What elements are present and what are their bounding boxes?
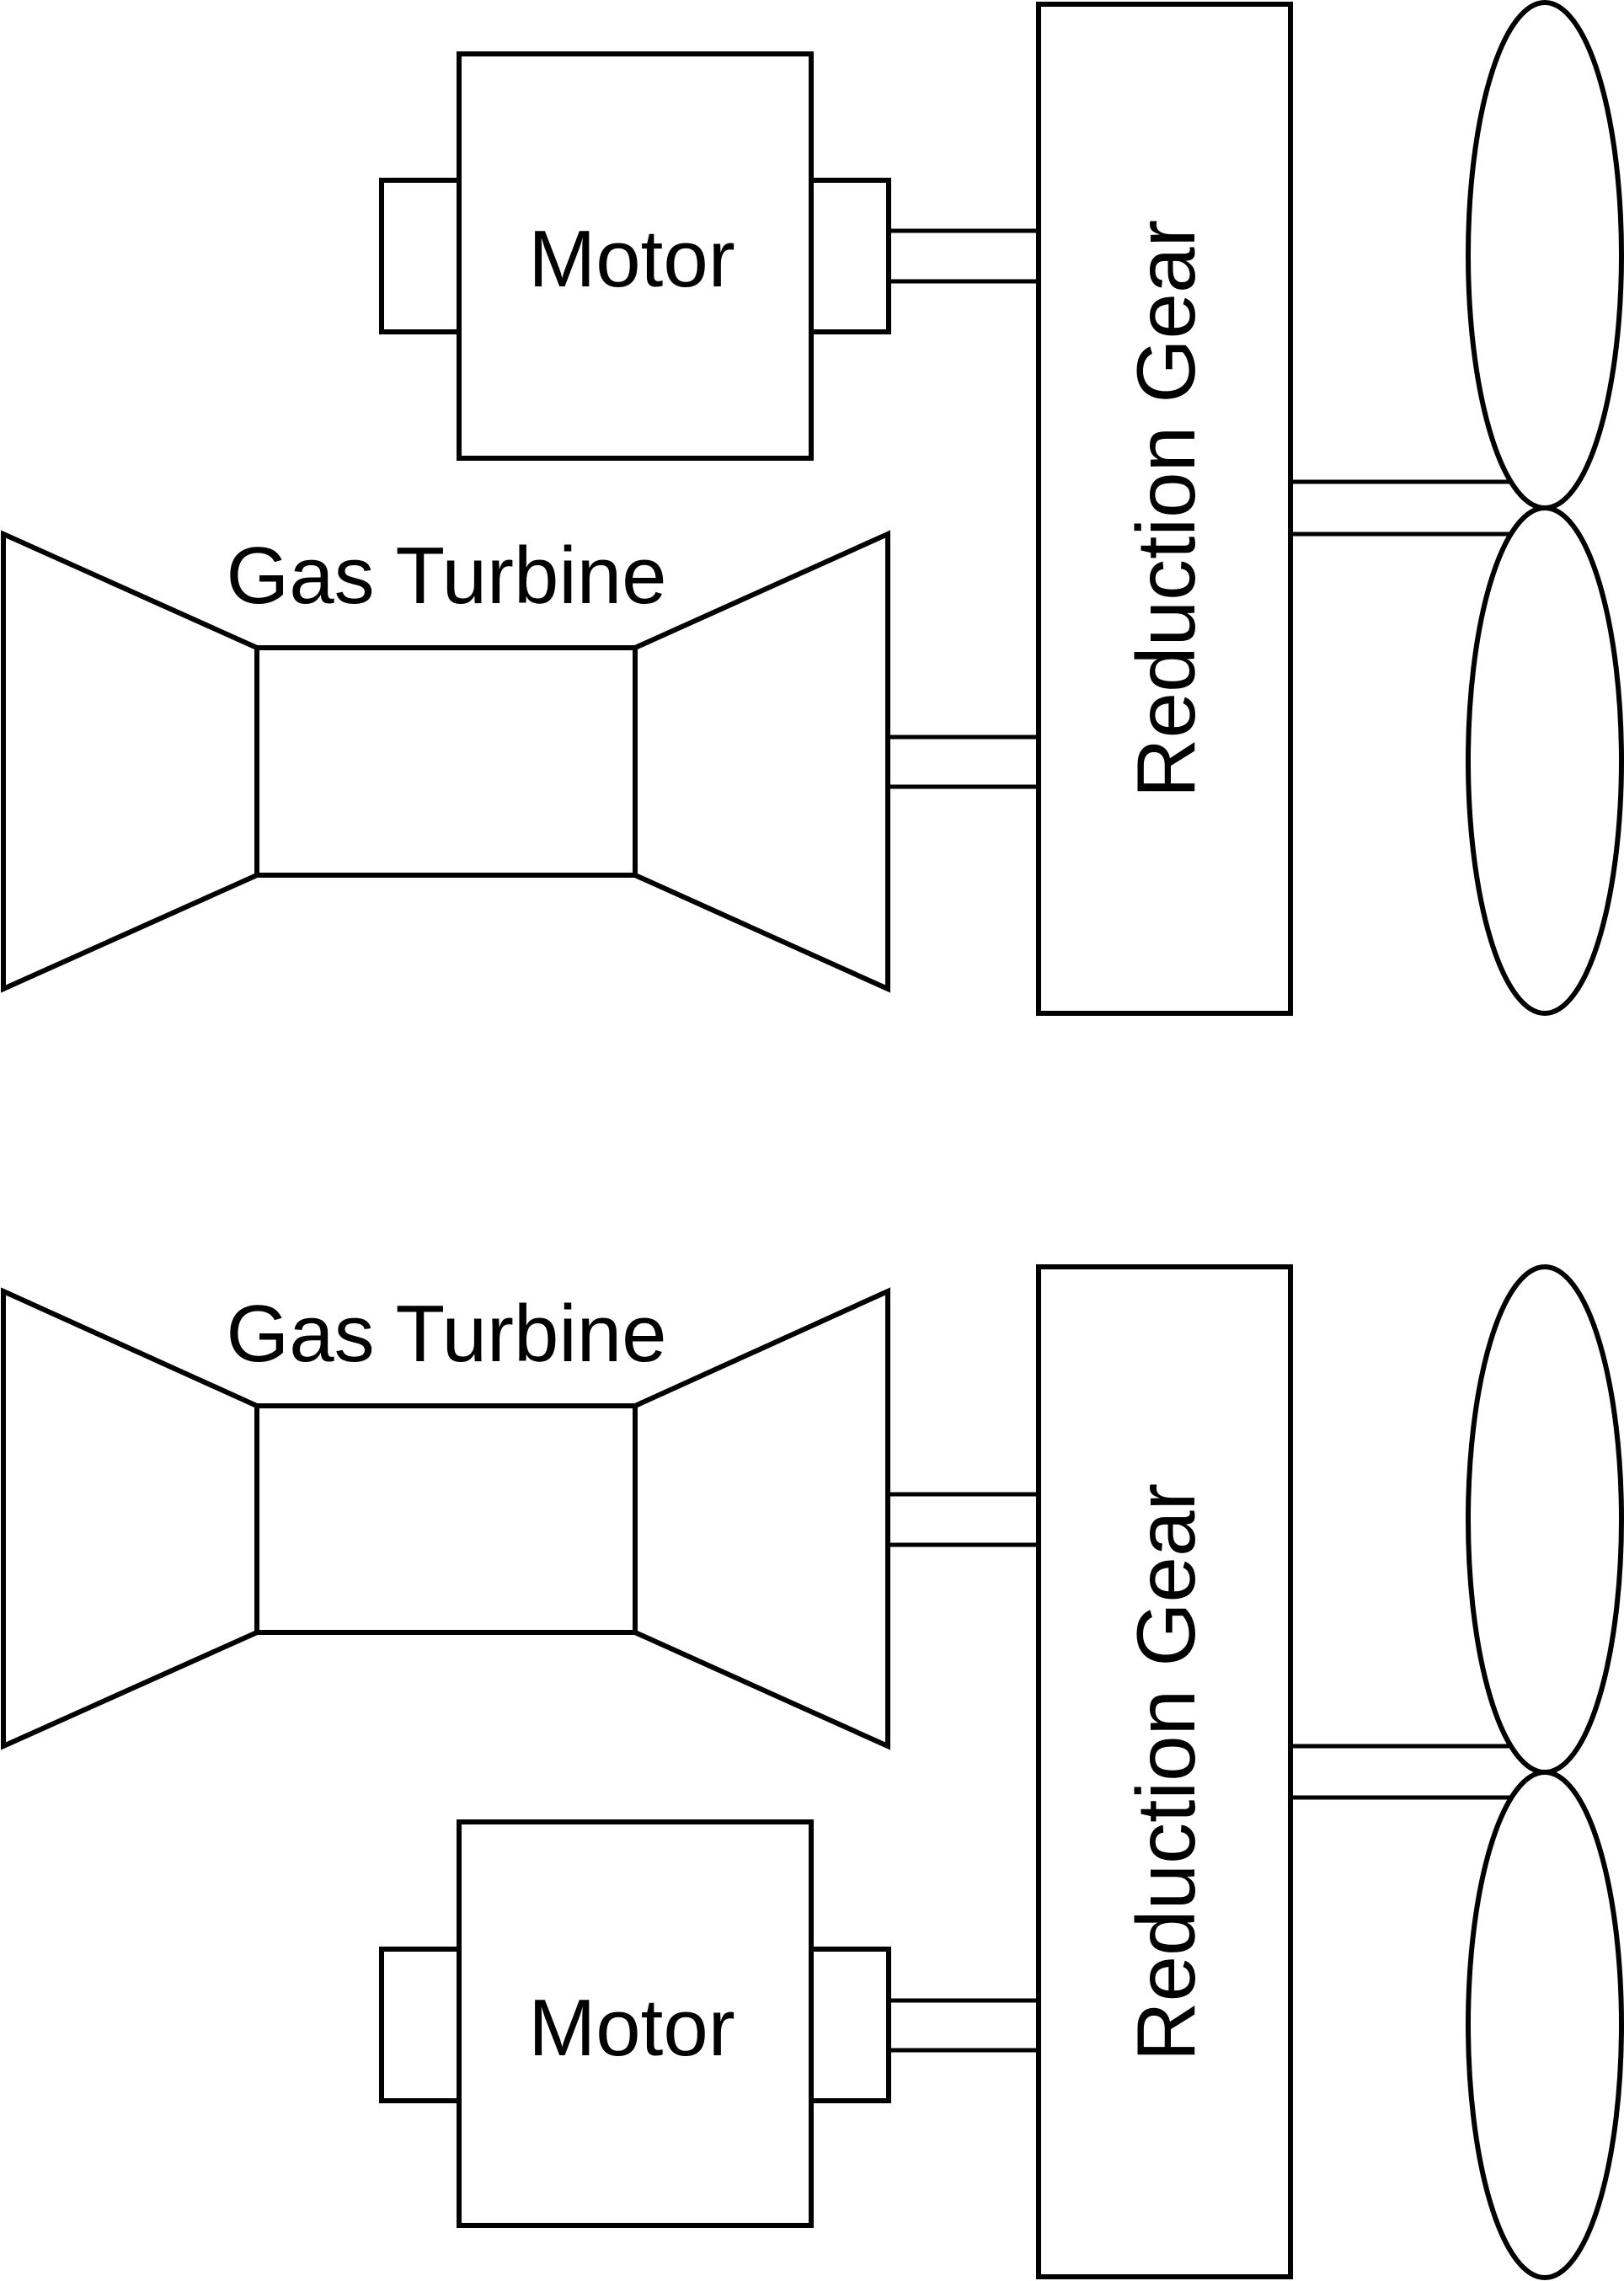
bottom-propeller-shaft	[1290, 1744, 1512, 1800]
top-reduction-gear-label: Reduction Gear	[1119, 220, 1212, 798]
top-motor-label: Motor	[528, 214, 735, 304]
bottom-gas-turbine: Gas Turbine	[0, 1287, 890, 1750]
bottom-gas-turbine-core	[254, 1403, 638, 1635]
top-motor-shaft	[889, 228, 1039, 284]
top-gas-turbine: Gas Turbine	[0, 530, 890, 993]
bottom-reduction-gear-label: Reduction Gear	[1119, 1483, 1212, 2061]
top-arrangement: Motor Gas Turbine Reduction Gear	[0, 0, 1624, 1016]
top-motor: Motor	[379, 51, 891, 461]
top-propeller-shaft	[1290, 479, 1512, 537]
top-motor-body	[457, 51, 814, 461]
top-propeller	[1466, 0, 1624, 1016]
top-gas-turbine-label: Gas Turbine	[227, 531, 667, 621]
top-motor-right-flange	[809, 178, 891, 334]
top-gas-turbine-core	[254, 645, 638, 878]
bottom-motor-shaft	[889, 1998, 1039, 2053]
top-propeller-blade-lower	[1466, 505, 1624, 1016]
bottom-motor-right-flange	[809, 1947, 891, 2103]
bottom-gas-turbine-exhaust	[633, 1287, 890, 1750]
bottom-motor-left-flange	[379, 1947, 462, 2103]
bottom-gas-turbine-shaft	[888, 1492, 1039, 1547]
bottom-propeller-blade-lower	[1466, 1770, 1624, 2280]
top-gas-turbine-shaft	[888, 735, 1039, 789]
bottom-propeller	[1466, 1264, 1624, 2280]
bottom-reduction-gear: Reduction Gear	[1036, 1264, 1293, 2279]
top-propeller-blade-upper	[1466, 0, 1624, 510]
bottom-motor: Motor	[379, 1819, 891, 2228]
bottom-arrangement: Gas Turbine Motor Reduction Gear	[0, 1264, 1624, 2280]
top-motor-left-flange	[379, 178, 462, 334]
bottom-gas-turbine-label: Gas Turbine	[227, 1289, 667, 1379]
top-reduction-gear-box	[1036, 2, 1293, 1016]
bottom-gas-turbine-inlet	[0, 1287, 259, 1750]
bottom-motor-label: Motor	[528, 1983, 735, 2073]
bottom-reduction-gear-box	[1036, 1264, 1293, 2279]
bottom-motor-body	[457, 1819, 814, 2228]
top-reduction-gear: Reduction Gear	[1036, 2, 1293, 1016]
top-gas-turbine-inlet	[0, 530, 259, 993]
top-gas-turbine-exhaust	[633, 530, 890, 993]
bottom-propeller-blade-upper	[1466, 1264, 1624, 1775]
